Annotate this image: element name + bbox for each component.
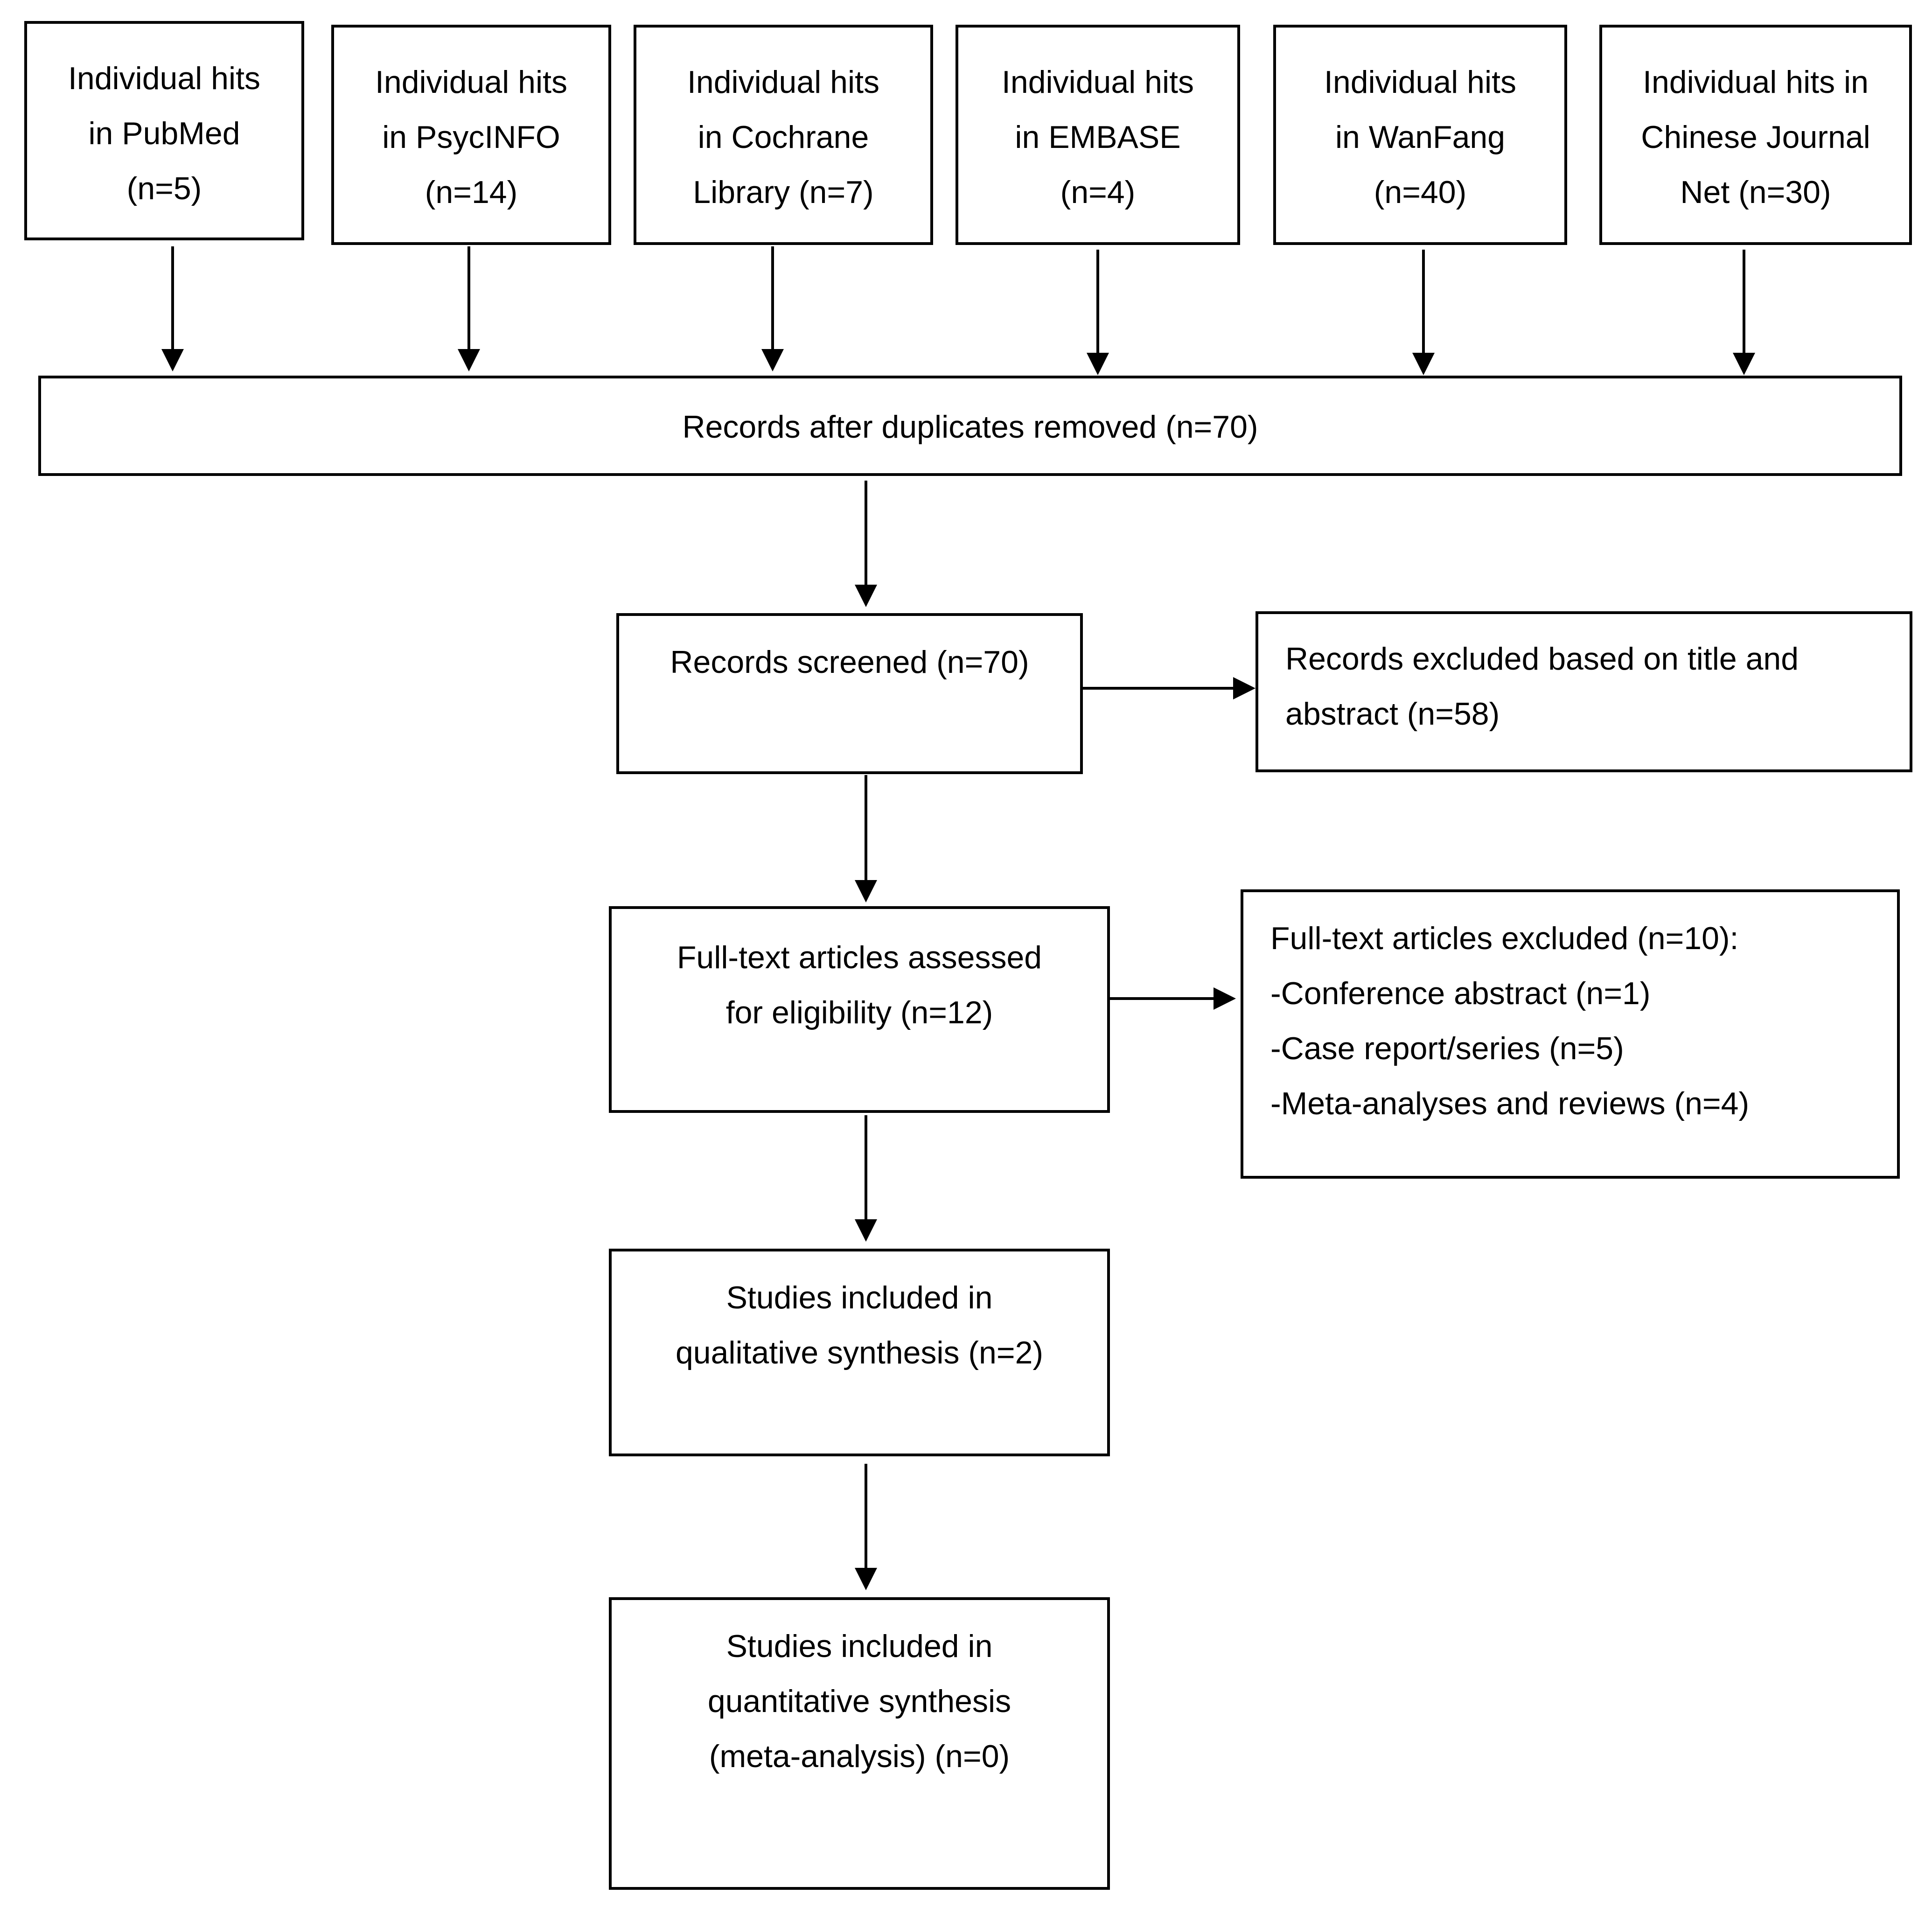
excluded-line: Records excluded based on title and: [1285, 641, 1799, 677]
qualitative-line: Studies included in: [726, 1280, 993, 1315]
source-line: in Cochrane: [697, 119, 869, 155]
fulltext-excluded-reason: -Meta-analyses and reviews (n=4): [1270, 1086, 1750, 1121]
source-line: in PubMed: [88, 116, 240, 151]
qualitative-synthesis-box: Studies included in qualitative synthesi…: [609, 1249, 1110, 1456]
source-line: Net (n=30): [1680, 175, 1831, 210]
source-line: (n=5): [126, 171, 202, 206]
excluded-line: abstract (n=58): [1285, 696, 1500, 732]
source-box-psycinfo: Individual hits in PsycINFO (n=14): [331, 25, 611, 245]
source-line: Library (n=7): [693, 175, 874, 210]
dedup-box: Records after duplicates removed (n=70): [38, 376, 1902, 476]
quantitative-line: (meta-analysis) (n=0): [709, 1739, 1010, 1774]
source-line: (n=40): [1374, 175, 1467, 210]
source-box-cochrane: Individual hits in Cochrane Library (n=7…: [634, 25, 933, 245]
fulltext-excluded-header: Full-text articles excluded (n=10):: [1270, 921, 1739, 956]
qualitative-line: qualitative synthesis (n=2): [675, 1335, 1044, 1370]
source-line: in PsycINFO: [382, 119, 560, 155]
source-line: in EMBASE: [1015, 119, 1181, 155]
quantitative-line: quantitative synthesis: [707, 1684, 1011, 1719]
fulltext-excluded-reason: -Conference abstract (n=1): [1270, 976, 1651, 1011]
screened-box: Records screened (n=70): [616, 613, 1083, 774]
dedup-text: Records after duplicates removed (n=70): [682, 409, 1258, 445]
source-line: Individual hits: [687, 64, 880, 100]
source-line: Individual hits in: [1643, 64, 1869, 100]
screened-text: Records screened (n=70): [670, 644, 1029, 680]
quantitative-synthesis-box: Studies included in quantitative synthes…: [609, 1597, 1110, 1890]
source-line: Individual hits: [1324, 64, 1517, 100]
source-line: (n=14): [425, 175, 518, 210]
source-box-wanfang: Individual hits in WanFang (n=40): [1273, 25, 1567, 245]
source-line: in WanFang: [1335, 119, 1506, 155]
source-line: Chinese Journal: [1641, 119, 1870, 155]
source-line: Individual hits: [1001, 64, 1194, 100]
excluded-title-abstract-box: Records excluded based on title and abst…: [1255, 611, 1912, 772]
fulltext-line: Full-text articles assessed: [677, 940, 1042, 975]
source-line: (n=4): [1060, 175, 1136, 210]
fulltext-line: for eligibility (n=12): [725, 995, 993, 1030]
source-box-pubmed: Individual hits in PubMed (n=5): [24, 21, 304, 240]
source-line: Individual hits: [375, 64, 568, 100]
quantitative-line: Studies included in: [726, 1628, 993, 1664]
fulltext-assessed-box: Full-text articles assessed for eligibil…: [609, 906, 1110, 1113]
source-box-embase: Individual hits in EMBASE (n=4): [956, 25, 1240, 245]
fulltext-excluded-reason: -Case report/series (n=5): [1270, 1031, 1624, 1066]
fulltext-excluded-box: Full-text articles excluded (n=10): -Con…: [1241, 889, 1900, 1179]
source-line: Individual hits: [68, 61, 261, 96]
source-box-chinese-journal-net: Individual hits in Chinese Journal Net (…: [1599, 25, 1912, 245]
